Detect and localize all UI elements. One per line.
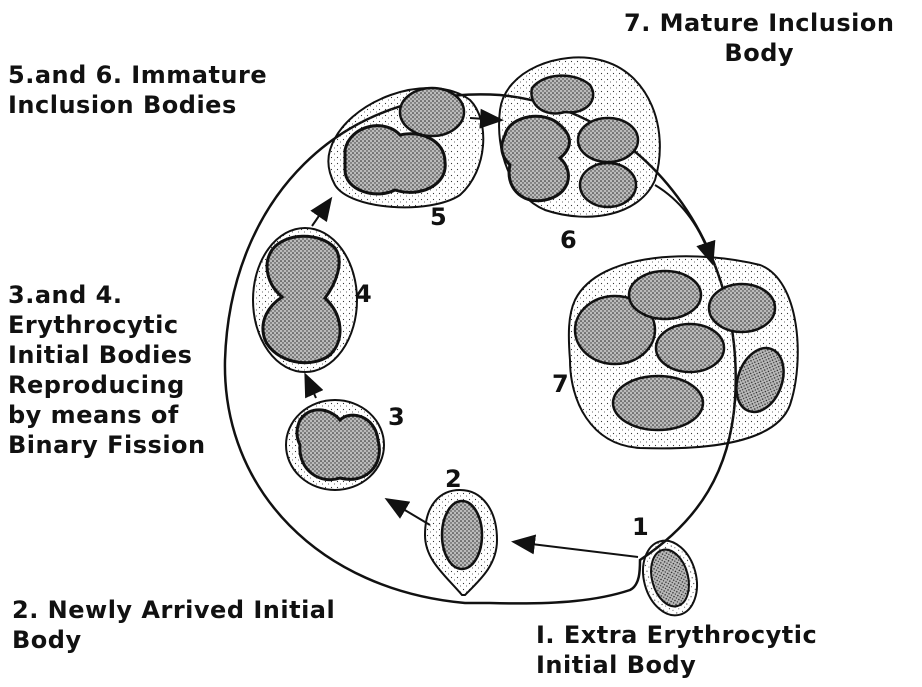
stage-number-5: 5 [430,203,447,231]
stage-5-body [328,88,483,207]
label-erythrocytic-initial-bodies: 3.and 4. Erythrocytic Initial Bodies Rep… [8,280,206,460]
stage-2-body [425,490,497,595]
stage-number-6: 6 [560,226,577,254]
label-extra-erythrocytic-initial-body: I. Extra Erythrocytic Initial Body [536,620,817,680]
arrow-3-to-4 [306,376,316,398]
arrow-6-to-7 [655,185,712,262]
stage-number-3: 3 [388,403,405,431]
stage-7-body [569,256,798,448]
arrow-4-to-5 [312,200,330,226]
stage-number-7: 7 [552,370,569,398]
stage-4-body [253,228,357,372]
stage-3-body [286,400,384,490]
label-newly-arrived-initial-body: 2. Newly Arrived Initial Body [12,595,335,655]
label-mature-inclusion-body: 7. Mature Inclusion Body [624,8,894,68]
arrow-1-to-2 [515,542,638,557]
stage-number-1: 1 [632,513,649,541]
label-immature-inclusion-bodies: 5.and 6. Immature Inclusion Bodies [8,60,267,120]
stage-1-body [635,535,705,622]
stage-number-2: 2 [445,465,462,493]
stage-6-body [499,57,660,216]
arrow-2-to-3 [388,500,430,525]
stage-number-4: 4 [355,280,372,308]
